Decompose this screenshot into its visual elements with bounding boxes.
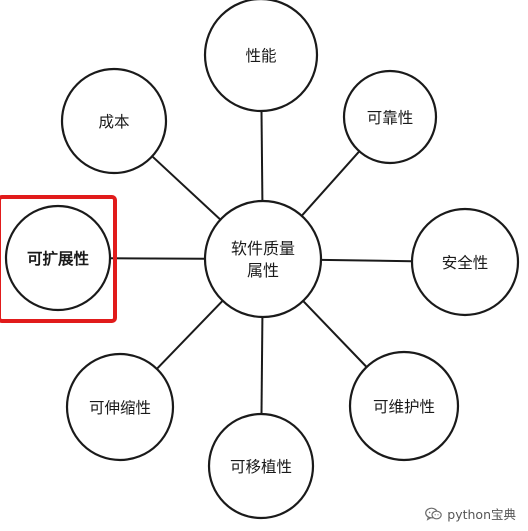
center-label-line-1: 软件质量: [231, 239, 295, 258]
node-maintainability: 可维护性: [348, 350, 460, 462]
node-cost: 成本: [60, 67, 168, 175]
wechat-bubble-icon: [425, 507, 443, 521]
node-scalability: 可伸缩性: [65, 352, 175, 462]
node-reliability: 可靠性: [342, 69, 438, 165]
edge-maintainability: [302, 300, 368, 368]
node-center-circle: [203, 199, 323, 319]
node-performance-circle: [203, 0, 319, 113]
highlight-layer: [0, 195, 117, 323]
node-cost-label: 成本: [98, 113, 129, 131]
node-scalability-label: 可伸缩性: [89, 399, 151, 417]
edge-reliability: [300, 150, 361, 217]
watermark: python宝典: [425, 504, 516, 523]
node-security-label: 安全性: [442, 254, 489, 272]
node-maintainability-label: 可维护性: [373, 398, 435, 416]
edge-portability: [260, 316, 264, 415]
edge-cost: [151, 155, 222, 221]
node-reliability-circle: [342, 69, 438, 165]
center-label-line-2: 属性: [247, 261, 279, 280]
node-security: 安全性: [410, 207, 520, 317]
edge-security: [320, 258, 413, 263]
node-performance-label: 性能: [245, 47, 276, 65]
node-maintainability-circle: [348, 350, 460, 462]
node-reliability-label: 可靠性: [367, 109, 414, 127]
node-portability-circle: [207, 412, 315, 520]
node-extensibility-label: 可扩展性: [27, 249, 90, 268]
edges-layer: [109, 110, 413, 415]
node-extensibility-circle: [4, 204, 112, 312]
node-portability: 可移植性: [207, 412, 315, 520]
node-cost-circle: [60, 67, 168, 175]
edge-scalability: [156, 300, 224, 370]
highlight-box-extensibility: [0, 195, 117, 323]
node-portability-label: 可移植性: [230, 458, 292, 476]
node-scalability-circle: [65, 352, 175, 462]
node-performance: 性能: [203, 0, 319, 113]
node-extensibility: 可扩展性: [4, 204, 112, 312]
edge-performance: [260, 110, 264, 202]
watermark-text: python宝典: [447, 507, 516, 522]
node-security-circle: [410, 207, 520, 317]
